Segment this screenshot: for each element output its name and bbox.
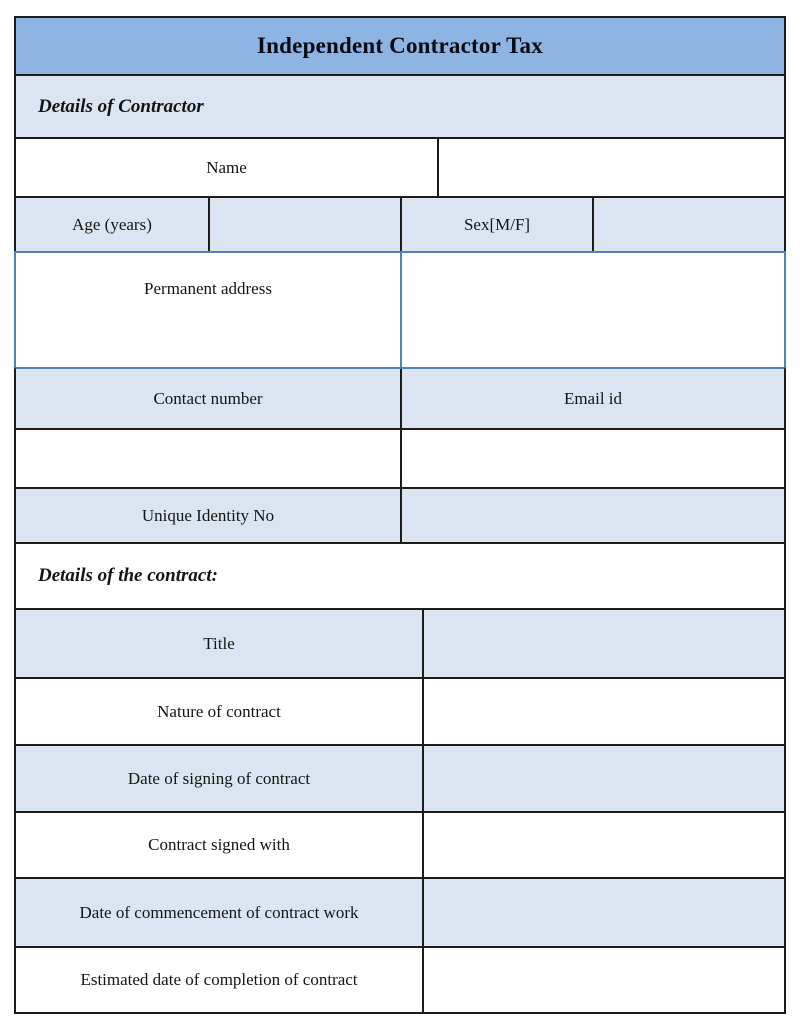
contract-title-input-cell[interactable]: [422, 610, 784, 677]
email-id-input-cell[interactable]: [400, 430, 784, 487]
section-contract-label: Details of the contract:: [38, 565, 218, 586]
estimated-completion-label: Estimated date of completion of contract: [80, 970, 358, 989]
form-header: Independent Contractor Tax: [14, 16, 786, 74]
date-of-signing-input-cell[interactable]: [422, 746, 784, 811]
row-estimated-completion: Estimated date of completion of contract: [14, 946, 786, 1014]
row-unique-identity: Unique Identity No: [14, 487, 786, 542]
row-contact-email-labels: Contact number Email id: [14, 367, 786, 428]
row-permanent-address: Permanent address: [14, 251, 786, 367]
row-contract-title: Title: [14, 608, 786, 677]
form-title: Independent Contractor Tax: [257, 33, 543, 58]
unique-identity-input-cell[interactable]: [400, 489, 784, 542]
row-contact-email-values: [14, 428, 786, 487]
row-date-of-signing: Date of signing of contract: [14, 744, 786, 811]
row-date-of-commencement: Date of commencement of contract work: [14, 877, 786, 946]
contract-signed-with-label: Contract signed with: [148, 835, 290, 854]
row-name: Name: [14, 137, 786, 196]
date-of-commencement-input-cell[interactable]: [422, 879, 784, 946]
contact-number-label: Contact number: [153, 388, 263, 408]
estimated-completion-input-cell[interactable]: [422, 948, 784, 1012]
section-details-of-contract: Details of the contract:: [14, 542, 786, 608]
sex-label: Sex[M/F]: [400, 198, 592, 251]
date-of-commencement-label: Date of commencement of contract work: [79, 902, 359, 922]
row-nature-of-contract: Nature of contract: [14, 677, 786, 744]
contract-signed-with-input-cell[interactable]: [422, 813, 784, 877]
section-contractor-label: Details of Contractor: [38, 95, 204, 117]
nature-of-contract-input-cell[interactable]: [422, 679, 784, 744]
nature-of-contract-label: Nature of contract: [157, 701, 281, 721]
independent-contractor-tax-form: Independent Contractor Tax Details of Co…: [14, 16, 786, 1014]
contact-number-input-cell[interactable]: [16, 430, 400, 487]
name-input-cell[interactable]: [437, 139, 784, 196]
row-contract-signed-with: Contract signed with: [14, 811, 786, 877]
date-of-signing-label: Date of signing of contract: [127, 768, 311, 788]
email-id-label: Email id: [400, 369, 784, 428]
age-label: Age (years): [72, 214, 152, 234]
permanent-address-input-cell[interactable]: [400, 253, 784, 367]
contract-title-label: Title: [203, 633, 235, 653]
name-label: Name: [206, 157, 247, 177]
row-age-sex: Age (years) Sex[M/F]: [14, 196, 786, 251]
permanent-address-label: Permanent address: [144, 279, 272, 298]
unique-identity-label: Unique Identity No: [141, 505, 275, 525]
sex-input-cell[interactable]: [592, 198, 784, 251]
section-details-of-contractor: Details of Contractor: [14, 74, 786, 137]
age-input-cell[interactable]: [208, 198, 400, 251]
